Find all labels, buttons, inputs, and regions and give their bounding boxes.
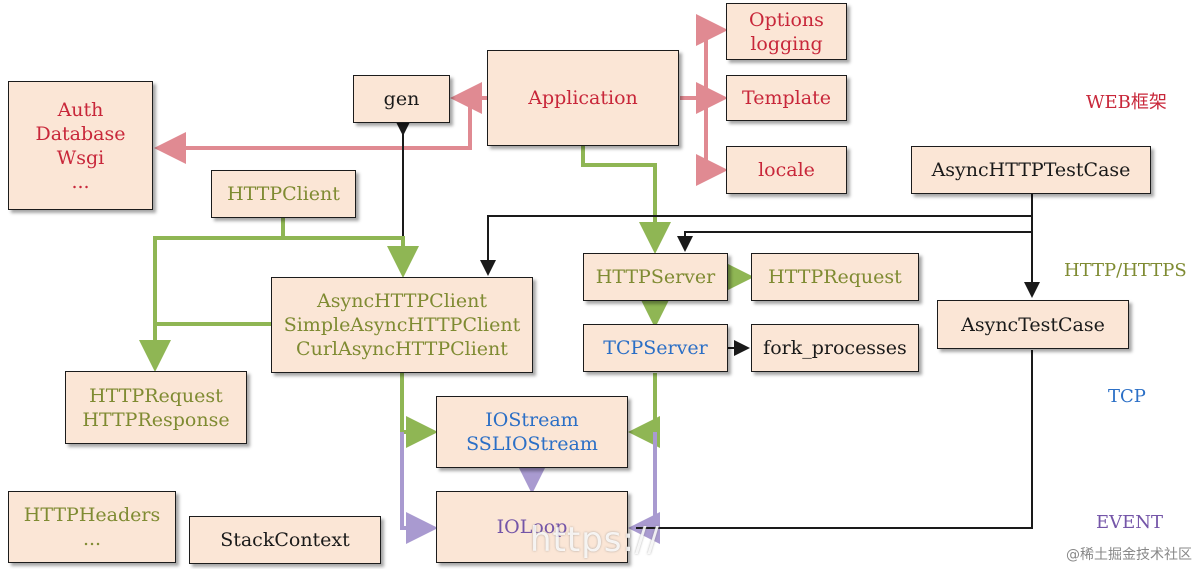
server-httprequest-label: HTTPRequest: [768, 266, 902, 288]
logging-label: logging: [750, 32, 823, 55]
tcpserver-to-ioloop-arrow: [628, 432, 660, 544]
iostream-box: IOStream SSLIOStream: [436, 396, 628, 468]
options-label: Options: [749, 8, 824, 31]
httpheaders-ellipsis: ...: [82, 528, 102, 550]
httpclient-to-asynchttpclient-arrow: [281, 218, 419, 278]
asynctestcase-to-ioloop-line: [636, 350, 1033, 529]
auth-ellipsis: ...: [71, 170, 90, 193]
stackcontext-box: StackContext: [189, 516, 381, 564]
tcpserver-label: TCPServer: [603, 337, 708, 359]
template-box: Template: [726, 75, 847, 121]
curlasynchttpclient-label: CurlAsyncHTTPClient: [296, 338, 508, 360]
iostream-label: IOStream: [485, 409, 579, 431]
juejin-watermark: @稀土掘金技术社区: [1066, 547, 1192, 563]
ioloop-label: IOLoop: [496, 516, 568, 538]
gen-label: gen: [383, 88, 420, 110]
layer-label-tcp: TCP: [1108, 386, 1146, 407]
locale-label: locale: [758, 159, 815, 181]
simpleasynchttpclient-label: SimpleAsyncHTTPClient: [283, 314, 521, 336]
asynchttpclient-box: AsyncHTTPClient SimpleAsyncHTTPClient Cu…: [271, 277, 533, 373]
httpclient-label: HTTPClient: [227, 183, 340, 205]
httpclient-box: HTTPClient: [211, 170, 356, 218]
url-watermark: https://: [530, 520, 660, 560]
asynchttpclient-to-iostream-arrow: [400, 373, 438, 448]
app-to-locale-arrow: [696, 98, 728, 186]
application-box: Application: [487, 50, 679, 146]
httpserver-label: HTTPServer: [595, 266, 716, 288]
gen-box: gen: [353, 75, 450, 123]
tcpserver-box: TCPServer: [583, 324, 728, 372]
asynctestcase-box: AsyncTestCase: [937, 300, 1129, 349]
app-to-auth-arrow: [154, 98, 472, 164]
auth-label: Auth: [57, 98, 104, 121]
httprequest-label: HTTPRequest: [89, 384, 223, 407]
asynchttpclient-to-ioloop-arrow: [400, 432, 438, 544]
template-label: Template: [742, 87, 831, 109]
asynchttptestcase-label: AsyncHTTPTestCase: [931, 159, 1131, 181]
stackcontext-label: StackContext: [220, 529, 350, 551]
app-to-options-arrow: [680, 14, 728, 100]
httprequest-box: HTTPRequest: [751, 253, 919, 301]
auth-database-wsgi-box: Auth Database Wsgi ...: [8, 81, 153, 210]
tcpserver-to-iostream-arrow: [628, 373, 660, 448]
httpclient-to-httprequest-arrow: [139, 236, 283, 372]
httpheaders-box: HTTPHeaders ...: [8, 491, 176, 563]
asynchttptestcase-box: AsyncHTTPTestCase: [911, 146, 1151, 194]
layer-label-web: WEB框架: [1086, 92, 1167, 113]
layer-label-event: EVENT: [1096, 512, 1164, 533]
fork-processes-box: fork_processes: [751, 324, 919, 372]
httprequest-httpresponse-box: HTTPRequest HTTPResponse: [65, 371, 247, 444]
options-logging-box: Options logging: [726, 3, 847, 60]
database-label: Database: [35, 122, 126, 145]
httpheaders-label: HTTPHeaders: [23, 504, 161, 526]
app-to-httpserver-arrow: [581, 146, 671, 254]
testcase-to-httpserver-arrow: [677, 231, 1032, 252]
layer-label-http: HTTP/HTTPS: [1064, 260, 1187, 281]
locale-box: locale: [726, 146, 847, 194]
ioloop-box: IOLoop: [436, 491, 628, 563]
wsgi-label: Wsgi: [56, 146, 105, 169]
application-label: Application: [528, 87, 638, 109]
ssliostream-label: SSLIOStream: [466, 433, 598, 455]
httpserver-box: HTTPServer: [583, 253, 728, 301]
asynchttpclient-label: AsyncHTTPClient: [317, 290, 487, 312]
asynctestcase-label: AsyncTestCase: [961, 313, 1105, 336]
httpresponse-label: HTTPResponse: [82, 408, 230, 431]
fork-processes-label: fork_processes: [763, 337, 907, 359]
